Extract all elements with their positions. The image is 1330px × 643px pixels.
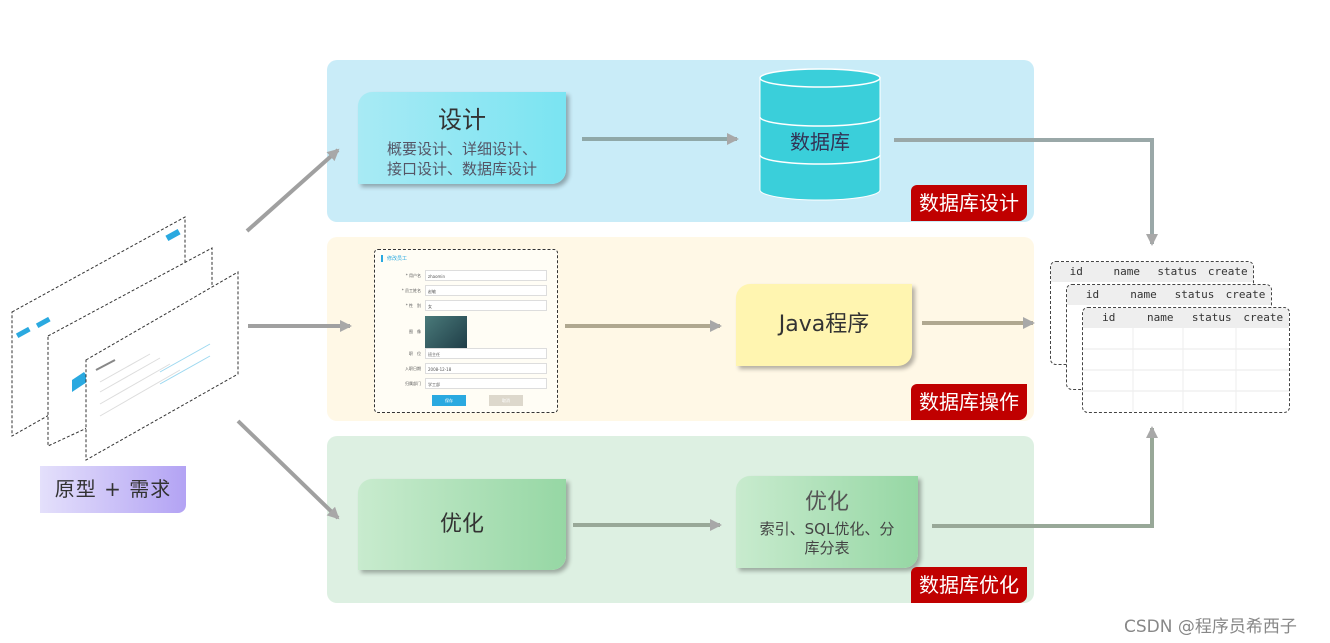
table-header: id name status create [1083,308,1289,328]
username-input[interactable]: zhaomin [425,270,547,281]
avatar-image[interactable] [425,316,467,350]
table-header: id name status create [1067,285,1271,305]
optimization-detail-card: 优化 索引、SQL优化、分 库分表 [736,476,918,568]
design-card-subtitle-2: 接口设计、数据库设计 [386,160,537,178]
prototype-requirements-label: 原型 + 需求 [40,466,186,513]
design-card-title: 设计 [438,106,486,134]
form-row-name: * 员工姓名 赵敏 [375,285,557,297]
form-title: 修改员工 [381,255,407,262]
optimization-detail-subtitle-2: 库分表 [804,539,850,557]
form-row-position: 职 位 班主任 [375,348,557,360]
database-cylinder [759,68,881,201]
optimization-card: 优化 [358,479,566,570]
prototype-sheet-front [85,271,239,461]
employee-edit-form: 修改员工 * 用户名 zhaomin * 员工姓名 赵敏 * 性 别 女 图 像… [374,249,558,413]
cancel-button[interactable]: 取消 [489,395,523,406]
database-operations-tag: 数据库操作 [911,384,1027,420]
java-program-label: Java程序 [778,312,870,337]
java-program-card: Java程序 [736,284,912,366]
table-front: id name status create [1082,307,1290,413]
optimization-detail-subtitle-1: 索引、SQL优化、分 [759,520,895,538]
table-header: id name status create [1051,262,1253,282]
watermark: CSDN @程序员希西子 [1124,617,1297,637]
arrow-to-design [245,148,340,233]
design-card: 设计 概要设计、详细设计、 接口设计、数据库设计 [358,92,566,184]
design-card-subtitle-1: 概要设计、详细设计、 [386,140,537,158]
department-select[interactable]: 学工部 [425,378,547,389]
database-design-tag: 数据库设计 [911,185,1027,221]
form-row-gender: * 性 别 女 [375,300,557,312]
name-input[interactable]: 赵敏 [425,285,547,296]
optimization-card-title: 优化 [439,512,484,537]
arrow-db-to-tables [894,138,1158,246]
prototype-sheets [11,216,239,461]
table-grid [1083,328,1289,412]
form-row-username: * 用户名 zhaomin [375,270,557,282]
database-label: 数据库 [790,130,850,154]
database-optimization-tag: 数据库优化 [911,567,1027,603]
position-select[interactable]: 班主任 [425,348,547,359]
entry-date-input[interactable]: 2008-12-18 [425,363,547,374]
gender-select[interactable]: 女 [425,300,547,311]
form-row-image: 图 像 [409,329,421,334]
form-row-entry-date: 入职日期 2008-12-18 [375,363,557,375]
form-row-department: 归属部门 学工部 [375,378,557,390]
optimization-detail-title: 优化 [804,490,849,515]
arrow-to-optimization [236,419,340,520]
arrow-opt-to-tables [932,426,1158,528]
save-button[interactable]: 保存 [432,395,466,406]
